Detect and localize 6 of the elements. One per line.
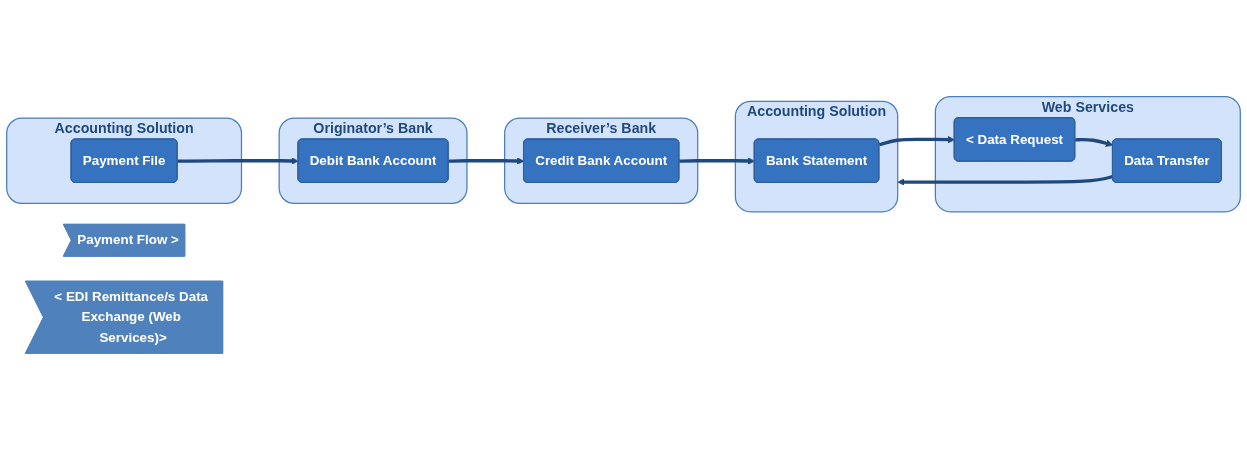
arrow — [448, 157, 525, 165]
arrow — [177, 157, 299, 165]
arrow — [878, 136, 955, 147]
arrow — [679, 157, 755, 165]
arrow — [897, 175, 1113, 186]
arrow — [1075, 138, 1114, 147]
